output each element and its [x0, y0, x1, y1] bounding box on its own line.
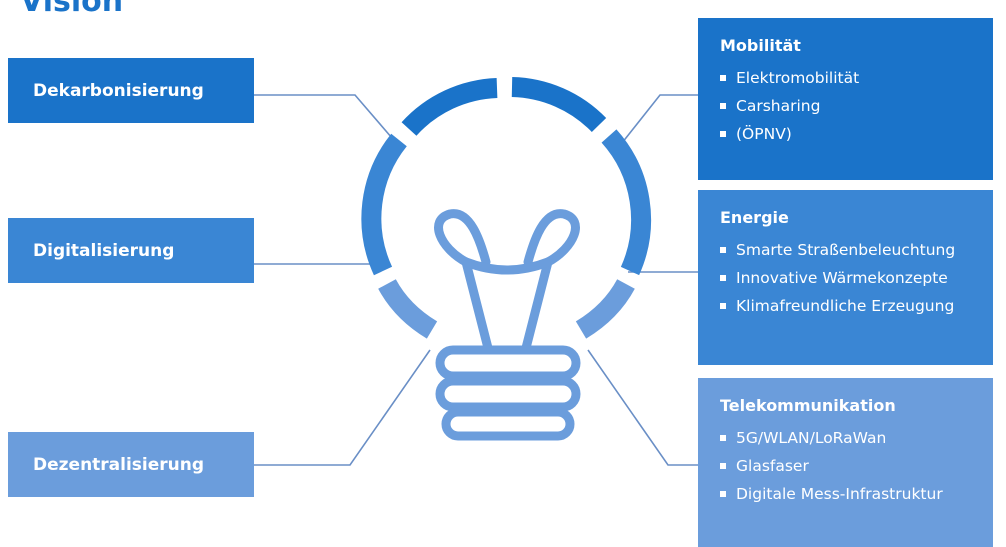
connector-lines	[254, 94, 698, 466]
right-box-telekommunikation: Telekommunikation 5G/WLAN/LoRaWan Glasfa…	[698, 378, 993, 547]
socket-ring-1	[435, 345, 581, 381]
bulb-ring-left-neck	[378, 279, 438, 339]
right-box-list: 5G/WLAN/LoRaWan Glasfaser Digitale Mess-…	[720, 424, 993, 508]
bulb-ring-top-segment	[401, 78, 498, 136]
bulb-ring-right-segment	[601, 129, 652, 276]
right-box-list: Smarte Straßenbeleuchtung Innovative Wär…	[720, 236, 993, 320]
left-box-label: Dekarbonisierung	[33, 80, 204, 101]
socket-ring-2	[435, 376, 581, 412]
left-box-dezentralisierung: Dezentralisierung	[8, 432, 254, 497]
connector-dezentralisierung	[254, 349, 431, 466]
bulb-filament	[434, 209, 580, 353]
list-item: Innovative Wärmekonzepte	[720, 264, 993, 292]
page-heading: Vision	[20, 0, 124, 19]
right-box-list: Elektromobilität Carsharing (ÖPNV)	[720, 64, 993, 148]
filament-right-loop	[521, 209, 580, 353]
right-box-title: Telekommunikation	[720, 396, 896, 415]
list-item: Glasfaser	[720, 452, 993, 480]
bulb-ring-left-segment	[361, 133, 407, 276]
connector-dekarbonisierung	[254, 94, 399, 146]
right-box-mobilitaet: Mobilität Elektromobilität Carsharing (Ö…	[698, 18, 993, 180]
bulb-socket	[435, 345, 581, 441]
list-item: (ÖPNV)	[720, 120, 993, 148]
list-item: 5G/WLAN/LoRaWan	[720, 424, 993, 452]
socket-ring-3	[441, 407, 575, 441]
bulb-ring-top-segment	[511, 77, 607, 133]
bulb-ring	[361, 77, 652, 339]
bulb-ring-right-neck	[575, 279, 635, 339]
list-item: Smarte Straßenbeleuchtung	[720, 236, 993, 264]
filament-left-loop	[434, 209, 493, 353]
left-box-label: Digitalisierung	[33, 240, 175, 261]
right-box-title: Mobilität	[720, 36, 801, 55]
connector-mobilitaet	[617, 94, 698, 149]
right-box-energie: Energie Smarte Straßenbeleuchtung Innova…	[698, 190, 993, 365]
filament-bridge	[461, 257, 553, 275]
connector-telekommunikation	[587, 349, 698, 466]
list-item: Elektromobilität	[720, 64, 993, 92]
left-box-dekarbonisierung: Dekarbonisierung	[8, 58, 254, 123]
left-box-label: Dezentralisierung	[33, 454, 205, 475]
list-item: Klimafreundliche Erzeugung	[720, 292, 993, 320]
list-item: Carsharing	[720, 92, 993, 120]
list-item: Digitale Mess-Infrastruktur	[720, 480, 993, 508]
left-box-digitalisierung: Digitalisierung	[8, 218, 254, 283]
right-box-title: Energie	[720, 208, 789, 227]
